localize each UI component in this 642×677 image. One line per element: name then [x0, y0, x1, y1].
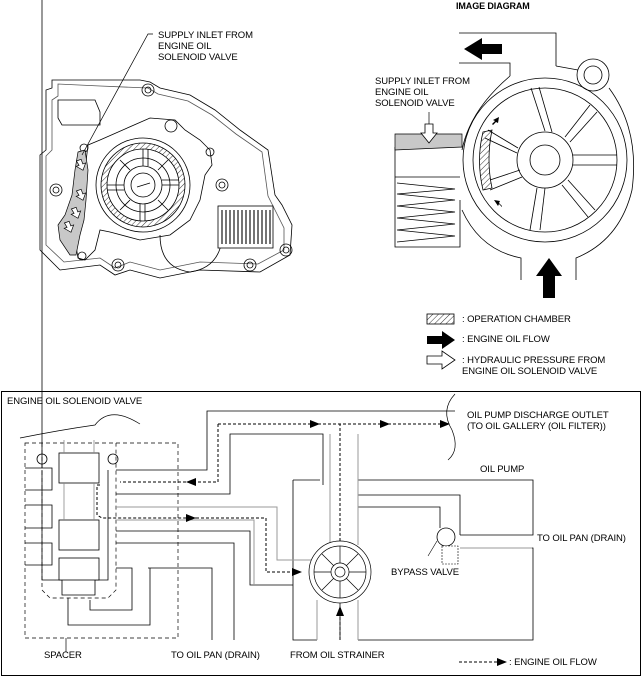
valve-body — [25, 0, 119, 596]
flow-arrow-icon — [292, 568, 302, 576]
legend-operation-chamber: : OPERATION CHAMBER — [462, 314, 571, 325]
flow-arrow-icon — [380, 420, 390, 428]
solenoid-housing-edge — [19, 414, 141, 439]
operation-chamber — [479, 129, 493, 191]
oil-flow-lines — [96, 423, 440, 640]
hydraulic-pressure-arrow-icon — [420, 123, 438, 144]
legend-arrow-icon — [497, 658, 507, 666]
flow-arrow-icon — [440, 420, 450, 428]
hatched-box-icon — [426, 313, 455, 325]
strainer-label: FROM OIL STRAINER — [290, 650, 385, 661]
image-diagram-title: IMAGE DIAGRAM — [456, 1, 530, 11]
bypass-valve-ball — [436, 527, 456, 547]
drain-bottom-label: TO OIL PAN (DRAIN) — [171, 650, 260, 661]
outline-arrow-icon — [426, 350, 456, 370]
spacer-outline — [24, 442, 179, 639]
image-diagram — [394, 32, 635, 280]
supply-leader-line — [81, 33, 153, 156]
solenoid-valve-label: ENGINE OIL SOLENOID VALVE — [7, 396, 143, 407]
spacer-label: SPACER — [44, 650, 82, 661]
flow-arrow-icon — [336, 606, 344, 616]
legend-engine-oil-flow: : ENGINE OIL FLOW — [462, 334, 550, 345]
bypass-valve-label: BYPASS VALVE — [391, 567, 459, 578]
discharge-outlet-label: OIL PUMP DISCHARGE OUTLET (TO OIL GALLER… — [467, 410, 609, 432]
oil-pump-label: OIL PUMP — [480, 464, 525, 475]
inlet-flow-arrow-icon — [536, 258, 562, 298]
legend-hydraulic-pressure: : HYDRAULIC PRESSURE FROM ENGINE OIL SOL… — [462, 355, 606, 377]
flow-arrowheads — [186, 420, 450, 616]
flow-arrow-icon — [186, 478, 196, 486]
supply-inlet-label-right: SUPPLY INLET FROM ENGINE OIL SOLENOID VA… — [375, 76, 470, 109]
relief-spring — [396, 182, 456, 243]
legend-bottom-label: : ENGINE OIL FLOW — [509, 657, 597, 668]
pump-rotor — [308, 540, 372, 604]
pump-assembly-drawing — [39, 79, 293, 279]
schematic-frame — [1, 391, 641, 676]
drain-right-label: TO OIL PAN (DRAIN) — [537, 533, 626, 544]
solid-arrow-icon — [427, 331, 455, 349]
outlet-break-line — [446, 393, 456, 461]
supply-inlet-label-left: SUPPLY INLET FROM ENGINE OIL SOLENOID VA… — [158, 30, 253, 63]
rotation-arrow-bottom-icon — [494, 200, 502, 207]
pressure-arrows — [63, 158, 87, 233]
oil-passages — [67, 410, 534, 641]
bypass-valve-spring — [441, 545, 459, 565]
legend-top — [426, 313, 456, 370]
outlet-flow-arrow-icon — [464, 38, 502, 60]
flow-arrow-icon — [310, 420, 320, 428]
flow-arrow-icon — [186, 514, 196, 522]
rotation-arrow-top-icon — [492, 117, 499, 125]
gray-passages — [116, 434, 532, 640]
